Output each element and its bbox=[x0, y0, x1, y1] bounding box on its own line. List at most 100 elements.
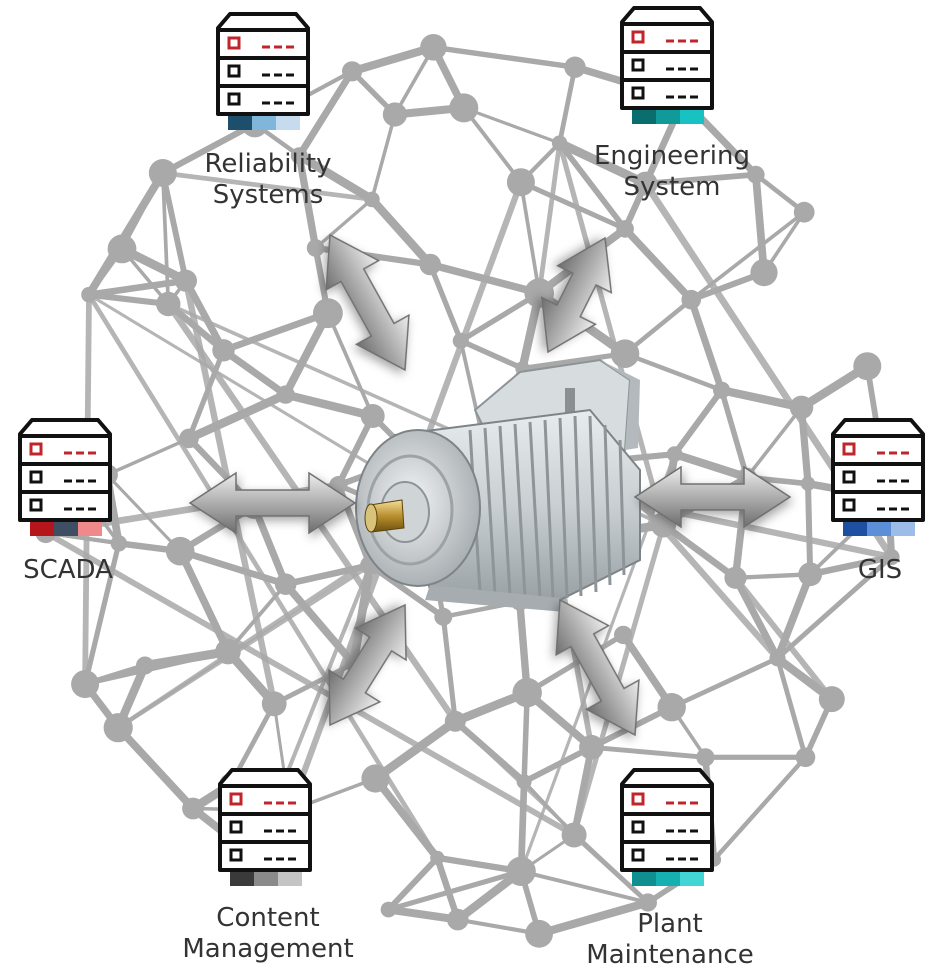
mesh-node bbox=[638, 893, 658, 912]
mesh-node bbox=[551, 135, 568, 151]
mesh-node bbox=[614, 625, 633, 645]
mesh-link bbox=[622, 351, 724, 393]
mesh-link bbox=[219, 346, 290, 399]
mesh-link bbox=[295, 67, 356, 160]
mesh-node bbox=[313, 298, 343, 329]
mesh-link bbox=[182, 277, 228, 354]
mesh-node bbox=[156, 291, 181, 317]
mesh-link bbox=[282, 391, 376, 419]
mesh-link bbox=[556, 140, 628, 232]
mesh-link bbox=[732, 574, 835, 703]
color-swatch bbox=[30, 522, 54, 536]
node-label-line: Reliability bbox=[204, 149, 331, 179]
color-swatch bbox=[656, 872, 680, 886]
mesh-node bbox=[276, 385, 295, 404]
arrow-content bbox=[328, 603, 407, 727]
mesh-node bbox=[179, 428, 199, 449]
mesh-link bbox=[85, 291, 172, 308]
mesh-link bbox=[519, 351, 628, 371]
mesh-link bbox=[430, 44, 578, 70]
server-rack-icon bbox=[18, 418, 112, 536]
mesh-link bbox=[82, 540, 122, 687]
arrow-scada bbox=[188, 471, 357, 535]
mesh-link bbox=[384, 905, 462, 924]
mesh-node bbox=[103, 713, 133, 743]
node-label-line: GIS bbox=[858, 555, 902, 585]
color-swatch bbox=[632, 110, 656, 124]
color-swatch bbox=[656, 110, 680, 124]
mesh-link bbox=[159, 170, 189, 284]
mesh-link bbox=[385, 854, 441, 913]
mesh-node bbox=[182, 797, 204, 820]
mesh-link bbox=[295, 152, 320, 252]
mesh-link bbox=[556, 140, 667, 528]
mesh-node bbox=[512, 677, 542, 708]
mesh-link bbox=[660, 521, 739, 582]
mesh-node bbox=[434, 607, 453, 626]
mesh-node bbox=[561, 822, 587, 848]
mesh-link bbox=[642, 171, 759, 187]
mesh-node bbox=[71, 670, 100, 699]
mesh-node bbox=[616, 220, 634, 238]
mesh-link bbox=[160, 171, 171, 306]
mesh-node bbox=[174, 269, 197, 292]
node-label-line: System bbox=[624, 172, 721, 202]
node-label-line: Plant bbox=[637, 909, 703, 939]
mesh-link bbox=[461, 105, 523, 185]
color-swatch bbox=[252, 116, 276, 130]
mesh-link bbox=[518, 179, 628, 232]
mesh-link bbox=[519, 180, 542, 295]
mesh-link bbox=[711, 755, 808, 862]
mesh-link bbox=[220, 309, 332, 354]
color-swatch bbox=[78, 522, 102, 536]
mesh-node bbox=[364, 191, 380, 208]
mesh-link bbox=[687, 296, 726, 394]
color-swatch bbox=[228, 116, 252, 130]
arrow-gis bbox=[633, 465, 792, 529]
mesh-link bbox=[808, 555, 894, 577]
mesh-node bbox=[579, 734, 604, 760]
mesh-node bbox=[818, 686, 845, 713]
mesh-link bbox=[733, 572, 813, 580]
node-label-line: Engineering bbox=[594, 141, 750, 171]
mesh-link bbox=[82, 649, 231, 687]
arrow-engineering bbox=[540, 236, 613, 354]
mesh-link bbox=[745, 405, 804, 480]
color-swatch bbox=[891, 522, 915, 536]
mesh-link bbox=[281, 580, 358, 668]
mesh-link bbox=[335, 412, 376, 489]
mesh-link bbox=[521, 744, 595, 785]
mesh-node bbox=[713, 381, 731, 399]
mesh-node bbox=[444, 710, 466, 732]
mesh-node bbox=[212, 339, 235, 362]
mesh-link bbox=[458, 338, 526, 372]
color-swatch bbox=[54, 522, 78, 536]
mesh-link bbox=[160, 170, 375, 202]
connector-arrows bbox=[188, 233, 792, 737]
mesh-node bbox=[360, 404, 385, 428]
mesh-node bbox=[883, 548, 900, 566]
mesh-link bbox=[775, 572, 813, 661]
mesh-node bbox=[380, 901, 397, 918]
mesh-link bbox=[557, 64, 578, 146]
mesh-link bbox=[619, 631, 676, 711]
mesh-node bbox=[382, 102, 407, 127]
mesh-link bbox=[348, 43, 438, 76]
color-swatch bbox=[843, 522, 867, 536]
mesh-link bbox=[751, 170, 768, 277]
mesh-node bbox=[107, 234, 137, 264]
mesh-link bbox=[116, 563, 373, 730]
electric-motor-icon bbox=[355, 358, 641, 612]
mesh-node bbox=[81, 286, 97, 303]
mesh-node bbox=[657, 693, 686, 722]
mesh-link bbox=[105, 473, 182, 553]
mesh-link bbox=[589, 744, 708, 760]
mesh-node bbox=[795, 747, 816, 768]
mesh-node bbox=[506, 856, 536, 886]
arrow-plant bbox=[555, 598, 640, 737]
mesh-link bbox=[427, 261, 464, 344]
